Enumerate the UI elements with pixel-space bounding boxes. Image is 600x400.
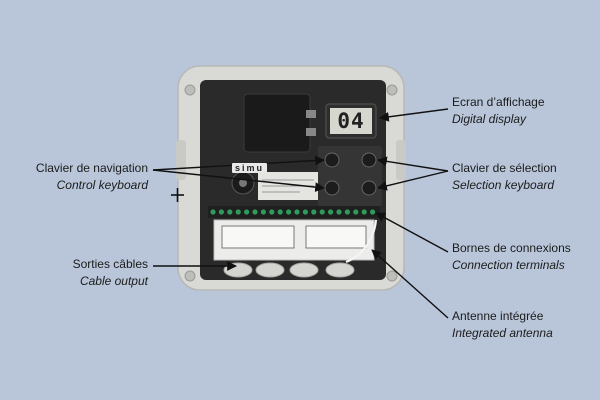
terminal-screw: [260, 209, 266, 215]
cable-gland: [289, 262, 319, 278]
label-en: Integrated antenna: [452, 326, 553, 340]
key-control-bottom[interactable]: [324, 180, 340, 196]
module-connector: [306, 110, 316, 118]
cable-gland: [223, 262, 253, 278]
leader-selection-bottom: [377, 170, 449, 191]
leader-terminals: [375, 212, 449, 253]
display-value: 04: [337, 109, 365, 133]
screw-top-right: [386, 84, 398, 96]
terminal-screw: [311, 209, 317, 215]
terminal-screw: [235, 209, 241, 215]
key-select-bottom[interactable]: [361, 180, 377, 196]
label-control-keyboard: Clavier de navigation Control keyboard: [36, 160, 148, 194]
display-screen: [330, 108, 372, 134]
cable-gland: [325, 262, 355, 278]
key-control-top[interactable]: [324, 152, 340, 168]
terminal-screw: [344, 209, 350, 215]
terminal-screw: [286, 209, 292, 215]
label-connection-terminals: Bornes de connexions Connection terminal…: [452, 240, 571, 274]
terminal-screw: [328, 209, 334, 215]
mount-tab-left: [176, 140, 186, 180]
label-fr: Clavier de navigation: [35, 161, 148, 175]
screw-bottom-right: [386, 270, 398, 282]
label-en: Selection keyboard: [452, 178, 555, 192]
terminal-screw: [252, 209, 258, 215]
label-digital-display: Ecran d’affichage Digital display: [452, 94, 545, 128]
terminal-screw: [277, 209, 283, 215]
label-integrated-antenna: Antenne intégrée Integrated antenna: [452, 308, 553, 342]
key-select-top[interactable]: [361, 152, 377, 168]
antenna-wire: [345, 219, 378, 264]
leader-display: [379, 108, 449, 122]
terminal-screws: [210, 209, 376, 215]
terminal-screw: [370, 209, 376, 215]
terminal-block-right: [305, 225, 367, 249]
module-connector: [306, 128, 316, 136]
label-en: Cable output: [79, 274, 148, 288]
terminal-block-left: [221, 225, 295, 249]
leader-control-bottom: [152, 169, 325, 192]
screw-bottom-left: [184, 270, 196, 282]
terminal-screw: [244, 209, 250, 215]
terminal-screw: [218, 209, 224, 215]
label-en: Control keyboard: [56, 178, 148, 192]
cable-gland: [255, 262, 285, 278]
label-fr: Bornes de connexions: [452, 241, 571, 255]
rotary-switch-knob: [239, 179, 247, 187]
terminal-screw: [269, 209, 275, 215]
terminal-screw: [227, 209, 233, 215]
terminal-screw: [294, 209, 300, 215]
terminal-screw: [210, 209, 216, 215]
leader-selection-top: [377, 156, 449, 172]
plus-sign: [171, 188, 184, 202]
label-fr: Antenne intégrée: [452, 309, 544, 323]
terminal-screw: [336, 209, 342, 215]
leader-antenna: [371, 249, 449, 319]
label-cable-output: Sorties câbles Cable output: [73, 256, 148, 290]
cable-glands: [223, 262, 355, 278]
label-en: Connection terminals: [452, 258, 565, 272]
label-en: Digital display: [452, 112, 527, 126]
terminal-screw: [361, 209, 367, 215]
mount-tab-right: [396, 140, 406, 180]
label-fr: Clavier de sélection: [452, 161, 557, 175]
label-selection-keyboard: Clavier de sélection Selection keyboard: [452, 160, 557, 194]
brand-logo-text: simu: [232, 163, 268, 173]
label-fr: Sorties câbles: [72, 257, 148, 271]
terminal-strip: [208, 206, 380, 218]
terminal-screw: [319, 209, 325, 215]
terminal-screw: [302, 209, 308, 215]
label-fr: Ecran d’affichage: [452, 95, 545, 109]
screw-top-left: [184, 84, 196, 96]
module-block: [243, 93, 311, 153]
terminal-screw: [353, 209, 359, 215]
